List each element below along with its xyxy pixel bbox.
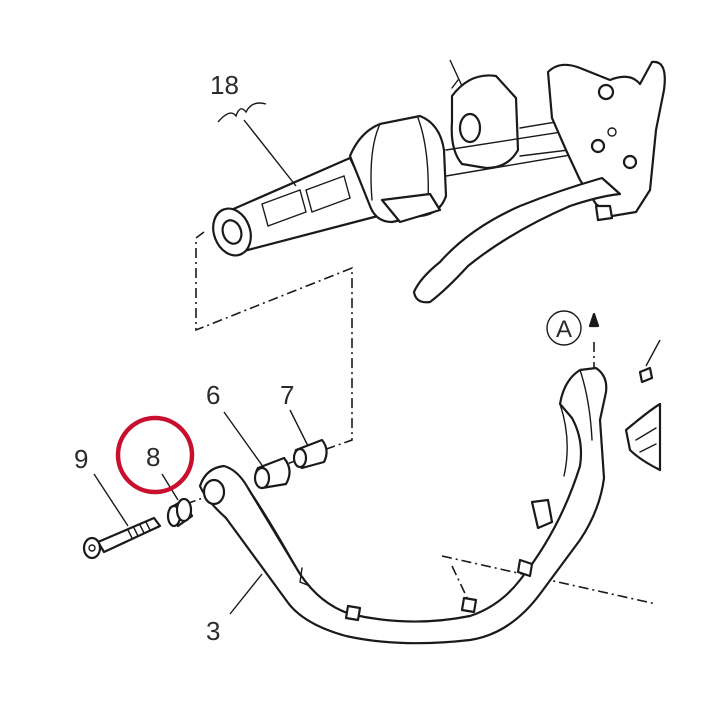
label-part-8: 8	[146, 442, 160, 472]
spacer-6	[253, 456, 291, 490]
insert-7	[292, 438, 328, 470]
mount-bracket	[624, 339, 662, 472]
handlebar-grip-assembly	[212, 74, 651, 257]
leader-lines	[93, 59, 463, 615]
label-part-9: 9	[74, 444, 88, 474]
bolt-9	[82, 516, 162, 560]
label-part-18: 18	[210, 70, 239, 100]
view-marker-a	[546, 310, 600, 346]
label-part-6: 6	[206, 380, 220, 410]
washer-8	[166, 497, 194, 528]
highlight-circle	[115, 415, 195, 495]
label-view-a: A	[556, 316, 572, 343]
label-part-7: 7	[280, 380, 294, 410]
label-part-3: 3	[206, 616, 220, 646]
hand-guard	[198, 366, 608, 645]
brake-lever-assembly	[412, 60, 666, 304]
